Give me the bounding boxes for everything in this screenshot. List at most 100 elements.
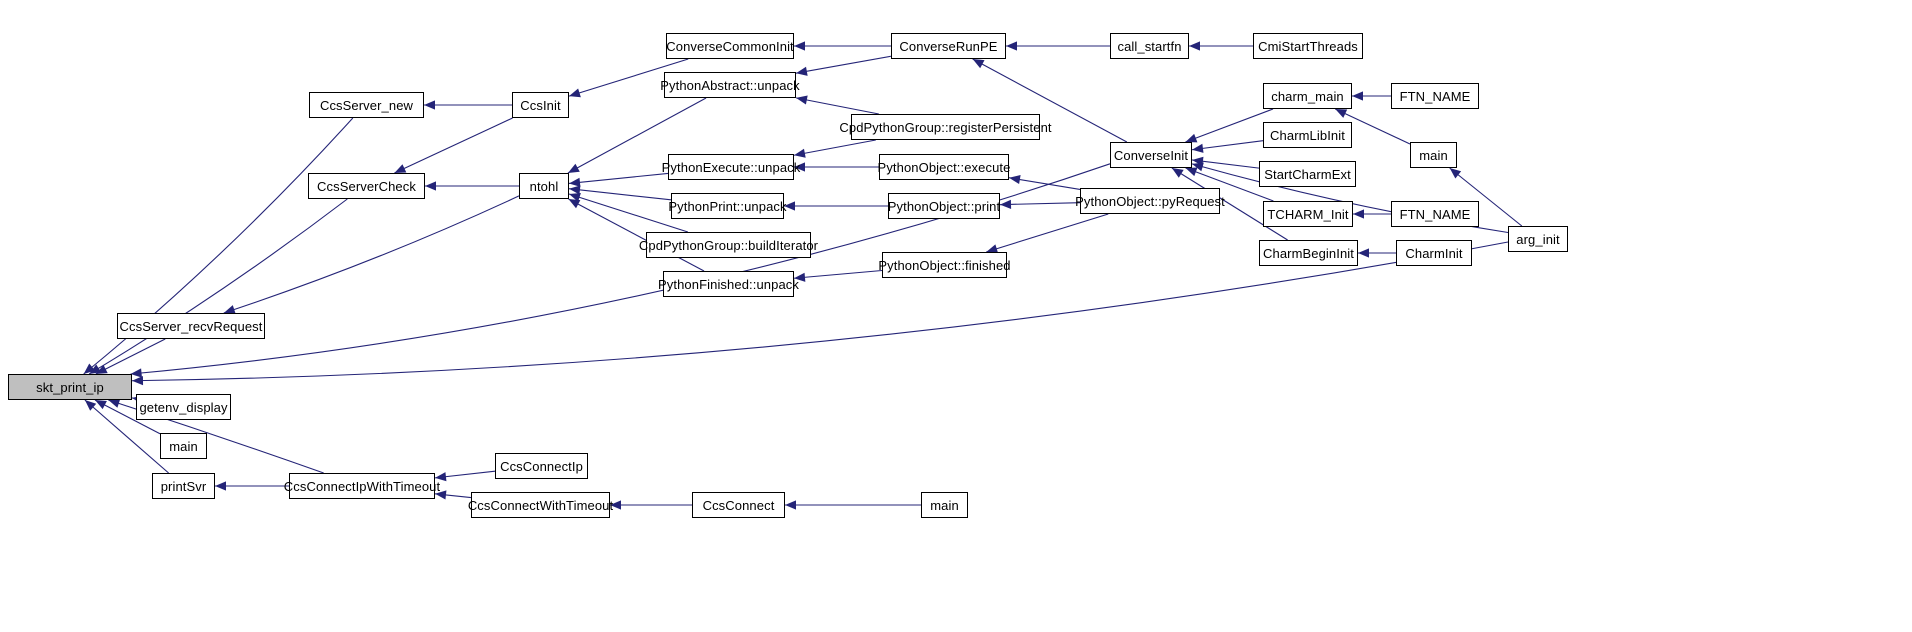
graph-edge bbox=[1006, 41, 1110, 51]
graph-node-printSvr[interactable]: printSvr bbox=[152, 473, 215, 499]
graph-node-label: PythonPrint::unpack bbox=[668, 198, 787, 214]
graph-node-label: PythonExecute::unpack bbox=[661, 159, 801, 175]
graph-node-PythonObject_pyRequest[interactable]: PythonObject::pyRequest bbox=[1075, 188, 1225, 214]
graph-edge bbox=[425, 181, 519, 191]
graph-node-label: PythonObject::finished bbox=[878, 257, 1011, 273]
graph-edge bbox=[434, 490, 472, 500]
graph-node-label: CpdPythonGroup::buildIterator bbox=[638, 237, 819, 253]
graph-node-main_left[interactable]: main bbox=[160, 433, 207, 459]
graph-node-CmiStartThreads[interactable]: CmiStartThreads bbox=[1253, 33, 1363, 59]
graph-node-label: PythonFinished::unpack bbox=[658, 276, 799, 292]
graph-node-StartCharmExt[interactable]: StartCharmExt bbox=[1259, 161, 1356, 187]
graph-edge bbox=[795, 55, 892, 76]
graph-node-CcsInit[interactable]: CcsInit bbox=[512, 92, 569, 118]
graph-node-arg_init[interactable]: arg_init bbox=[1508, 226, 1568, 252]
graph-node-label: ConverseInit bbox=[1113, 147, 1189, 163]
graph-edge bbox=[1189, 41, 1253, 51]
graph-node-PythonObject_print[interactable]: PythonObject::print bbox=[888, 193, 1000, 219]
graph-node-TCHARM_Init[interactable]: TCHARM_Init bbox=[1263, 201, 1353, 227]
graph-node-PythonObject_finished[interactable]: PythonObject::finished bbox=[878, 252, 1011, 278]
graph-edge bbox=[784, 201, 888, 211]
graph-edge bbox=[793, 139, 876, 158]
graph-edge bbox=[424, 100, 512, 110]
graph-node-charm_main[interactable]: charm_main bbox=[1263, 83, 1352, 109]
graph-node-PythonFinished_unpack[interactable]: PythonFinished::unpack bbox=[658, 271, 799, 297]
graph-edge bbox=[434, 470, 496, 482]
graph-node-CpdPythonGroup_buildIterator[interactable]: CpdPythonGroup::buildIterator bbox=[639, 232, 818, 258]
graph-node-ConverseCommonInit[interactable]: ConverseCommonInit bbox=[666, 33, 794, 59]
graph-edge bbox=[215, 481, 289, 491]
graph-node-label: CharmInit bbox=[1405, 245, 1463, 261]
graph-node-label: TCHARM_Init bbox=[1267, 206, 1349, 222]
graph-node-label: FTN_NAME bbox=[1399, 88, 1471, 104]
graph-node-label: CcsInit bbox=[520, 97, 561, 113]
graph-edge bbox=[785, 500, 921, 510]
graph-node-label: charm_main bbox=[1271, 88, 1344, 104]
graph-node-ConverseInit[interactable]: ConverseInit bbox=[1110, 142, 1192, 168]
graph-edge bbox=[568, 185, 672, 201]
graph-node-CharmLibInit[interactable]: CharmLibInit bbox=[1263, 122, 1352, 148]
graph-edge bbox=[1353, 209, 1391, 219]
graph-node-FTN_NAME_bottom[interactable]: FTN_NAME bbox=[1391, 201, 1479, 227]
graph-node-CharmBeginInit[interactable]: CharmBeginInit bbox=[1259, 240, 1358, 266]
graph-edge bbox=[1191, 140, 1264, 153]
graph-node-CharmInit[interactable]: CharmInit bbox=[1396, 240, 1472, 266]
graph-node-label: CharmLibInit bbox=[1270, 127, 1345, 143]
graph-node-call_startfn[interactable]: call_startfn bbox=[1110, 33, 1189, 59]
graph-node-PythonAbstract_unpack[interactable]: PythonAbstract::unpack bbox=[660, 72, 800, 98]
graph-node-CcsServer_new[interactable]: CcsServer_new bbox=[309, 92, 424, 118]
graph-node-label: ConverseRunPE bbox=[899, 38, 998, 54]
graph-node-skt_print_ip: skt_print_ip bbox=[8, 374, 132, 400]
graph-node-label: main bbox=[169, 438, 198, 454]
graph-edge bbox=[999, 199, 1081, 209]
graph-node-label: CcsServer_recvRequest bbox=[119, 318, 263, 334]
graph-node-label: CcsConnect bbox=[702, 497, 775, 513]
graph-node-label: CcsServerCheck bbox=[317, 178, 416, 194]
graph-node-label: getenv_display bbox=[139, 399, 228, 415]
graph-node-label: skt_print_ip bbox=[36, 379, 104, 395]
graph-node-label: arg_init bbox=[1516, 231, 1560, 247]
graph-edge bbox=[795, 95, 879, 115]
graph-node-CcsConnect[interactable]: CcsConnect bbox=[692, 492, 785, 518]
graph-edge bbox=[223, 195, 520, 314]
graph-node-label: CharmBeginInit bbox=[1263, 245, 1354, 261]
graph-node-CcsConnectIp[interactable]: CcsConnectIp bbox=[495, 453, 588, 479]
graph-node-PythonObject_execute[interactable]: PythonObject::execute bbox=[878, 154, 1010, 180]
graph-node-PythonPrint_unpack[interactable]: PythonPrint::unpack bbox=[668, 193, 787, 219]
graph-node-CcsConnectWithTimeout[interactable]: CcsConnectWithTimeout bbox=[467, 492, 614, 518]
graph-edge bbox=[610, 500, 692, 510]
graph-node-PythonExecute_unpack[interactable]: PythonExecute::unpack bbox=[662, 154, 800, 180]
graph-node-label: CmiStartThreads bbox=[1258, 38, 1358, 54]
graph-node-main_bottom[interactable]: main bbox=[921, 492, 968, 518]
graph-node-label: CcsConnectWithTimeout bbox=[467, 497, 614, 513]
graph-node-label: printSvr bbox=[160, 478, 207, 494]
graph-node-label: CcsConnectIp bbox=[500, 458, 583, 474]
graph-node-CcsConnectIpWithTimeout[interactable]: CcsConnectIpWithTimeout bbox=[284, 473, 440, 499]
graph-edge bbox=[95, 338, 166, 375]
graph-node-CcsServerCheck[interactable]: CcsServerCheck bbox=[308, 173, 425, 199]
graph-node-main_right[interactable]: main bbox=[1410, 142, 1457, 168]
graph-edge bbox=[986, 213, 1109, 254]
graph-node-label: CcsConnectIpWithTimeout bbox=[283, 478, 441, 494]
graph-edge bbox=[1185, 108, 1274, 143]
graph-edge bbox=[394, 117, 513, 174]
graph-node-getenv_display[interactable]: getenv_display bbox=[136, 394, 231, 420]
graph-edge bbox=[1191, 156, 1260, 169]
graph-node-CpdPythonGroup_registerPersistent[interactable]: CpdPythonGroup::registerPersistent bbox=[839, 114, 1052, 140]
graph-edge bbox=[88, 198, 348, 375]
graph-node-label: ntohl bbox=[529, 178, 559, 194]
graph-node-FTN_NAME_top[interactable]: FTN_NAME bbox=[1391, 83, 1479, 109]
graph-node-label: PythonAbstract::unpack bbox=[660, 77, 800, 93]
graph-node-label: main bbox=[1419, 147, 1448, 163]
graph-edge bbox=[794, 41, 891, 51]
graph-node-ConverseRunPE[interactable]: ConverseRunPE bbox=[891, 33, 1006, 59]
graph-node-ntohl[interactable]: ntohl bbox=[519, 173, 569, 199]
graph-node-label: StartCharmExt bbox=[1264, 166, 1351, 182]
graph-edge bbox=[1352, 91, 1391, 101]
graph-edge bbox=[1358, 248, 1396, 258]
graph-node-label: call_startfn bbox=[1117, 38, 1182, 54]
graph-node-CcsServer_recvRequest[interactable]: CcsServer_recvRequest bbox=[117, 313, 265, 339]
graph-edge bbox=[793, 269, 883, 282]
